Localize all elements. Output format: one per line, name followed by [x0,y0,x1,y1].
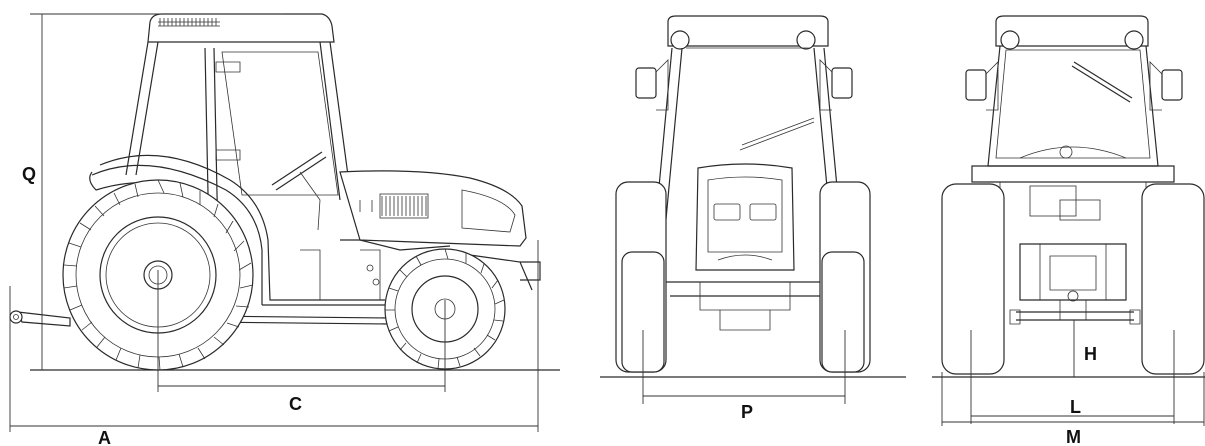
label-H: H [1084,344,1097,364]
label-C: C [289,394,302,414]
rear-wheel-right [1141,183,1205,375]
steering-wheel [271,151,327,231]
front-roof-lamp-right [796,30,816,50]
front-cab-roof [667,15,829,47]
rear-roof-lamp-right [1124,30,1144,50]
rear-cab-roof [995,15,1149,47]
rear-hitch [1009,243,1141,325]
dimension-Q [30,13,285,370]
front-roof-lamp-left [670,30,690,50]
cab-roof [147,13,335,43]
rear-roof-lamp-left [1000,30,1020,50]
rear-view: H L M [932,15,1205,446]
headlight-left [713,203,741,221]
dimension-P [642,330,846,404]
label-L: L [1070,397,1081,417]
dimension-C [157,270,446,392]
front-hood [695,163,795,271]
rear-wheel-left [941,183,1005,375]
roof-vent [158,18,220,27]
rear-mirror-right [1149,61,1183,111]
front-mirror-right [819,59,853,111]
front-tire-treads [385,248,505,370]
dimension-A [9,240,539,432]
side-view: Q C A [9,13,560,446]
label-P: P [741,402,753,422]
engine-hood [339,170,527,247]
rear-tire-treads [63,179,254,371]
front-axle [660,281,840,331]
label-M: M [1066,427,1081,446]
rear-mirror-left [965,61,999,111]
front-mirror-left [635,59,669,111]
label-A: A [98,428,111,446]
rear-cab-frame [987,45,1159,167]
dimension-M [941,372,1205,426]
headlight-right [749,203,777,221]
dimension-L [970,330,1175,424]
hood-grille [379,193,429,219]
front-view: P [600,15,906,422]
label-Q: Q [22,164,36,184]
front-wheel-right [821,251,865,373]
